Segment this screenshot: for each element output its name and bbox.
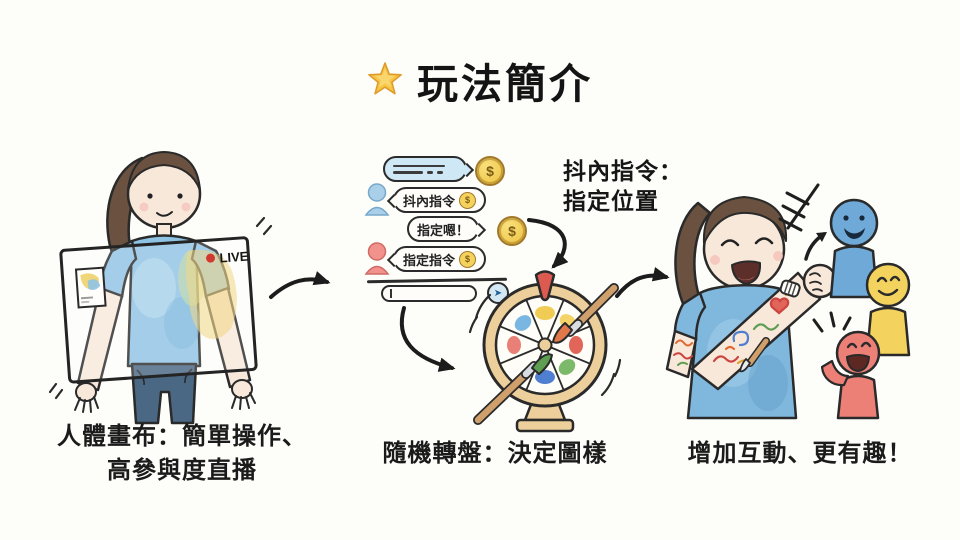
live-dot-icon (206, 253, 216, 263)
scribble-dot (427, 171, 433, 174)
wheel-paint-blobs (507, 306, 583, 384)
caption-middle: 隨機轉盤：決定圖樣 (382, 440, 608, 467)
scribble-line (393, 171, 423, 174)
reaction-illustration (665, 183, 911, 420)
chat-bubble-scribble (383, 156, 474, 182)
hair (127, 151, 201, 191)
live-badge: LIVE (206, 248, 249, 265)
arrow-chat-to-wheel (399, 306, 456, 372)
emphasis-lines (812, 311, 852, 333)
streamer-illustration: LIVE (48, 151, 273, 425)
tally-marks (778, 183, 820, 232)
watercolor-blob (185, 249, 237, 340)
marker-icon (779, 279, 801, 298)
live-label: LIVE (219, 248, 249, 265)
emoji-figure-red (820, 330, 881, 420)
viewer-avatar-pink-icon (364, 242, 390, 275)
live-screen-frame: LIVE (59, 236, 258, 384)
donation-coin-icon: $ (497, 216, 527, 246)
page-title: 玩法簡介 (0, 50, 960, 110)
open-hands (74, 379, 256, 413)
wheel-pointer (534, 270, 556, 302)
hand-brush-icon (738, 337, 770, 373)
prize-wheel-illustration (468, 270, 622, 433)
small-coin-icon: $ (459, 250, 477, 268)
painter-head (702, 196, 788, 291)
bubble-tail (459, 162, 474, 178)
chat-bubble-command: 指定指令 $ (386, 246, 487, 272)
scribble-dot (437, 171, 443, 174)
arrow-to-blue-figure (804, 232, 827, 261)
painted-forearm (690, 263, 838, 391)
send-icon: ➤ (493, 287, 503, 299)
chat-bubble-assign: 指定嗯！ (407, 216, 486, 242)
waving-hand (820, 359, 850, 387)
spin-motion-arcs (468, 293, 622, 397)
caption-right: 增加互動、更有趣！ (687, 440, 913, 467)
paintbrush-icon (473, 353, 553, 425)
wheel-hub (537, 337, 553, 353)
caption-left: 人體畫布：簡單操作、 高參與度直播 (57, 423, 307, 484)
wheel-instruction-label: 抖內指令： 指定位置 (563, 158, 683, 214)
pip-thumbnail (74, 266, 107, 309)
bubble-tail (471, 222, 486, 238)
motion-ticks (48, 216, 273, 400)
viewer-avatar-blue-icon (364, 183, 390, 216)
paintbrush-icon (552, 283, 619, 344)
scribble-line (393, 164, 445, 167)
jeans (130, 362, 198, 425)
chat-bubble-donate: 抖內指令 $ (386, 187, 487, 213)
small-coin-icon: $ (459, 191, 477, 209)
donation-coin-icon: $ (475, 156, 505, 186)
upper-arm-doodles (673, 339, 693, 366)
star-icon (368, 62, 402, 95)
text-cursor (390, 289, 392, 298)
hair (702, 196, 788, 244)
chat-panel: $ 抖內指令 $ 指定嗯！ $ 指定指令 $ (363, 150, 538, 310)
chat-input (381, 285, 477, 302)
page-title-text: 玩法簡介 (417, 61, 593, 107)
streamer-head (126, 151, 202, 230)
